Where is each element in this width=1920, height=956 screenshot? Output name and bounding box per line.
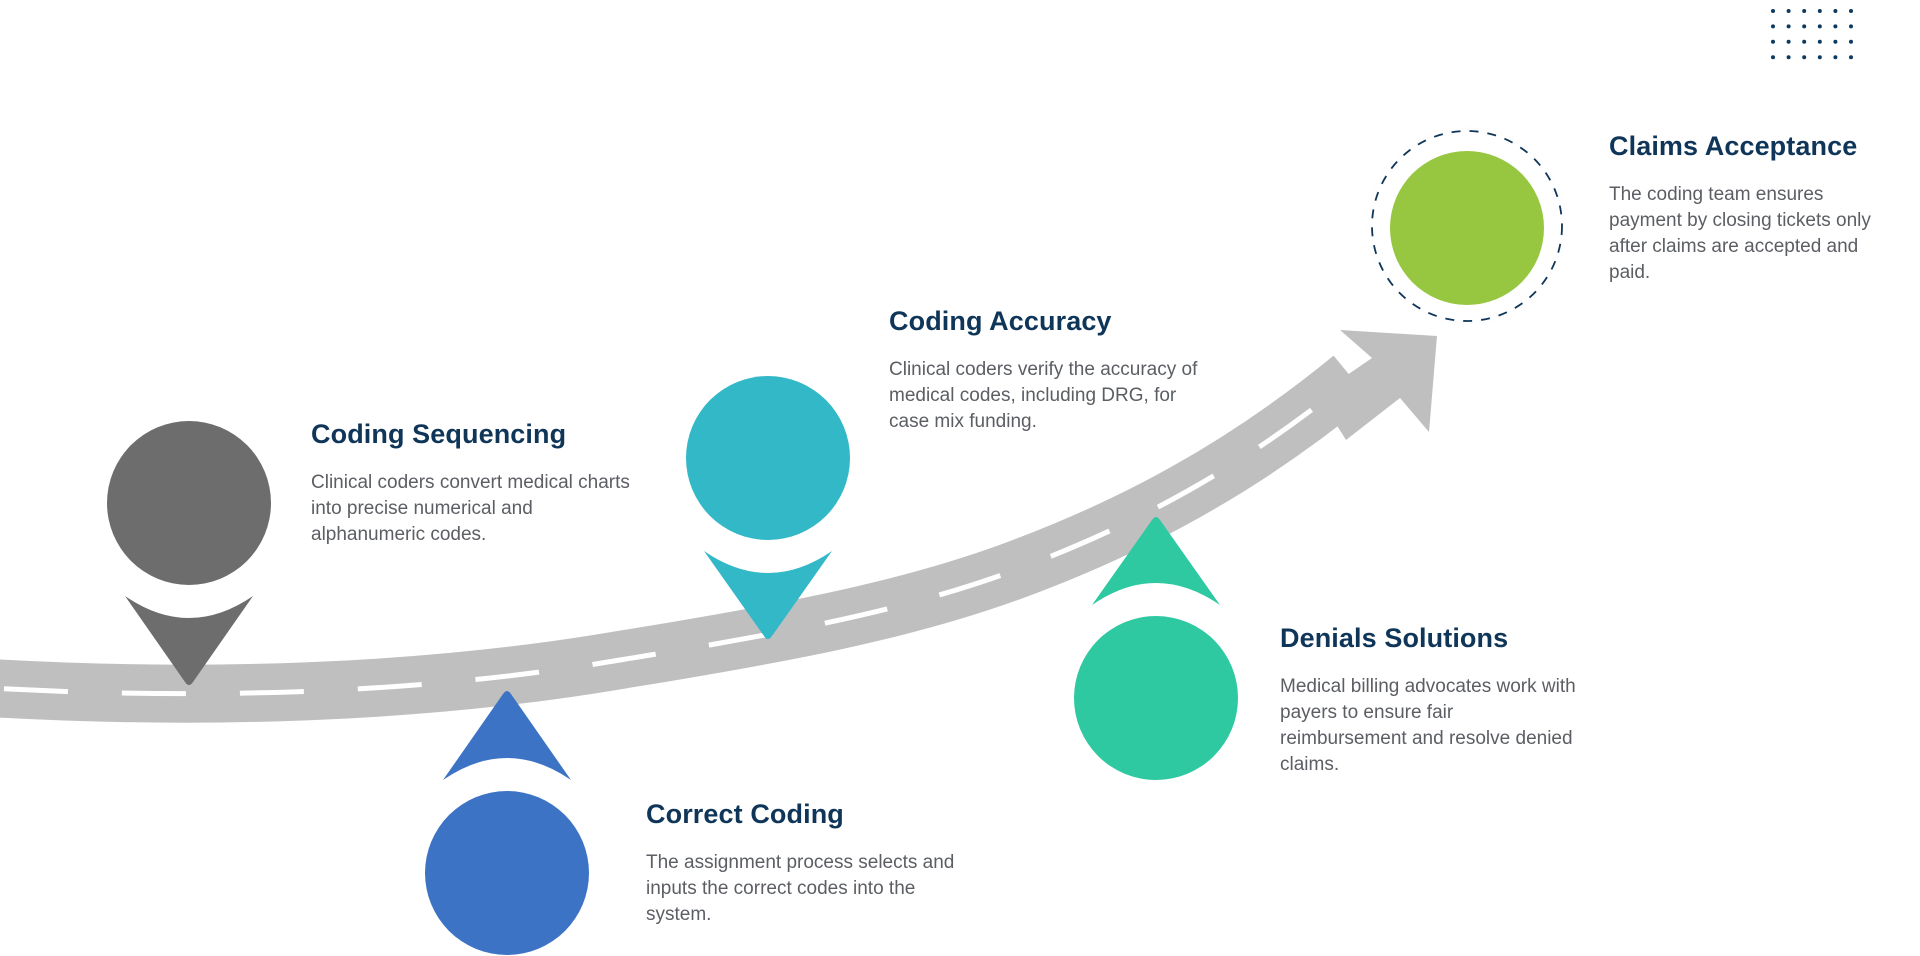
decorative-dot: [1802, 55, 1807, 60]
step-description: Clinical coders verify the accuracy of m…: [889, 359, 1198, 432]
decorative-dot: [1849, 39, 1853, 44]
decorative-dot: [1771, 39, 1775, 44]
decorative-dot: [1802, 9, 1807, 13]
decorative-dot: [1833, 24, 1838, 29]
marker-circle: [107, 421, 271, 585]
road: [0, 330, 1437, 723]
step-title: Denials Solutions: [1280, 623, 1509, 653]
decorative-dot: [1771, 55, 1775, 60]
decorative-dot: [1802, 39, 1807, 44]
decorative-dot: [1817, 55, 1822, 60]
decorative-dot: [1833, 9, 1838, 13]
decorative-dot: [1802, 24, 1807, 29]
decorative-dot: [1786, 24, 1791, 29]
step-description: Medical billing advocates work with paye…: [1280, 676, 1576, 775]
decorative-dot: [1817, 39, 1822, 44]
step-correct-coding: Correct Coding The assignment process se…: [646, 798, 966, 928]
marker-circle: [686, 376, 850, 540]
step-coding-accuracy: Coding Accuracy Clinical coders verify t…: [889, 305, 1214, 435]
decorative-dot: [1786, 39, 1791, 44]
decorative-dot: [1849, 55, 1853, 60]
decorative-dot: [1817, 9, 1822, 13]
step-marker-claims-acceptance: [1390, 151, 1544, 305]
step-marker-coding-accuracy: [686, 376, 850, 639]
marker-circle: [1074, 616, 1238, 780]
goal-circle: [1390, 151, 1544, 305]
marker-pointer-up: [443, 691, 571, 780]
step-title: Claims Acceptance: [1609, 131, 1858, 161]
decorative-dot: [1817, 24, 1822, 29]
decorative-dot: [1771, 24, 1775, 29]
marker-pointer-down: [125, 596, 253, 685]
decorative-dot: [1849, 24, 1853, 29]
step-title: Coding Accuracy: [889, 306, 1112, 336]
marker-pointer-down: [704, 551, 832, 639]
step-description: The coding team ensures payment by closi…: [1609, 184, 1871, 283]
decorative-dot: [1833, 55, 1838, 60]
step-coding-sequencing: Coding Sequencing Clinical coders conver…: [311, 418, 631, 548]
road-center-dashes: [0, 376, 1354, 697]
decorative-dot: [1786, 9, 1791, 13]
decorative-dot: [1786, 55, 1791, 60]
road-arrowhead: [1318, 330, 1437, 440]
step-marker-correct-coding: [425, 691, 589, 955]
step-marker-denials-solutions: [1074, 517, 1238, 780]
step-denials-solutions: Denials Solutions Medical billing advoca…: [1280, 622, 1580, 778]
step-description: Clinical coders convert medical charts i…: [311, 472, 630, 545]
step-marker-coding-sequencing: [107, 421, 271, 685]
decorative-dot: [1833, 39, 1838, 44]
decorative-dot: [1849, 9, 1853, 13]
step-title: Coding Sequencing: [311, 419, 567, 449]
step-description: The assignment process selects and input…: [646, 852, 955, 925]
marker-pointer-up: [1092, 517, 1220, 605]
step-claims-acceptance: Claims Acceptance The coding team ensure…: [1609, 130, 1879, 286]
marker-circle: [425, 791, 589, 955]
step-title: Correct Coding: [646, 799, 844, 829]
decorative-dot: [1771, 9, 1775, 13]
dot-grid-decoration: [1771, 9, 1853, 60]
